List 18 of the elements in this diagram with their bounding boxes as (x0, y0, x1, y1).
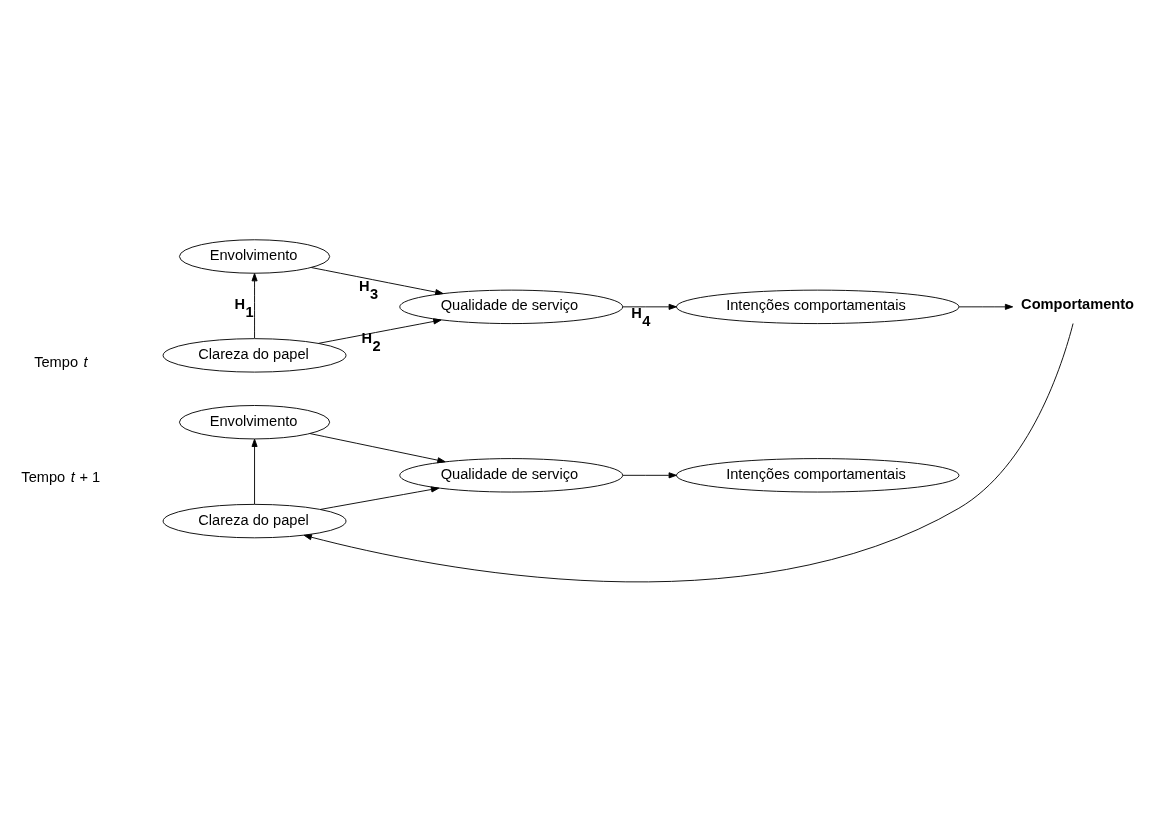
node-ellipse: Intenções comportamentais (676, 458, 960, 493)
node-ellipse: Intenções comportamentais (676, 289, 960, 325)
node-ellipse: Clareza do papel (162, 338, 347, 373)
arrow (309, 433, 446, 464)
arrow (320, 486, 440, 510)
arrow (251, 273, 258, 339)
label: Tempo t (34, 354, 88, 371)
arrow (318, 318, 442, 344)
arrow (622, 303, 677, 310)
node-ellipse: Envolvimento (178, 239, 331, 274)
arrow (622, 472, 677, 479)
node-ellipse: Envolvimento (178, 405, 331, 440)
arrow (251, 438, 258, 505)
arrow (303, 323, 1074, 583)
arrow (310, 267, 444, 296)
arrow (958, 303, 1014, 310)
label: Tempo t + 1 (21, 469, 101, 486)
node-text: Comportamento (1021, 296, 1135, 313)
